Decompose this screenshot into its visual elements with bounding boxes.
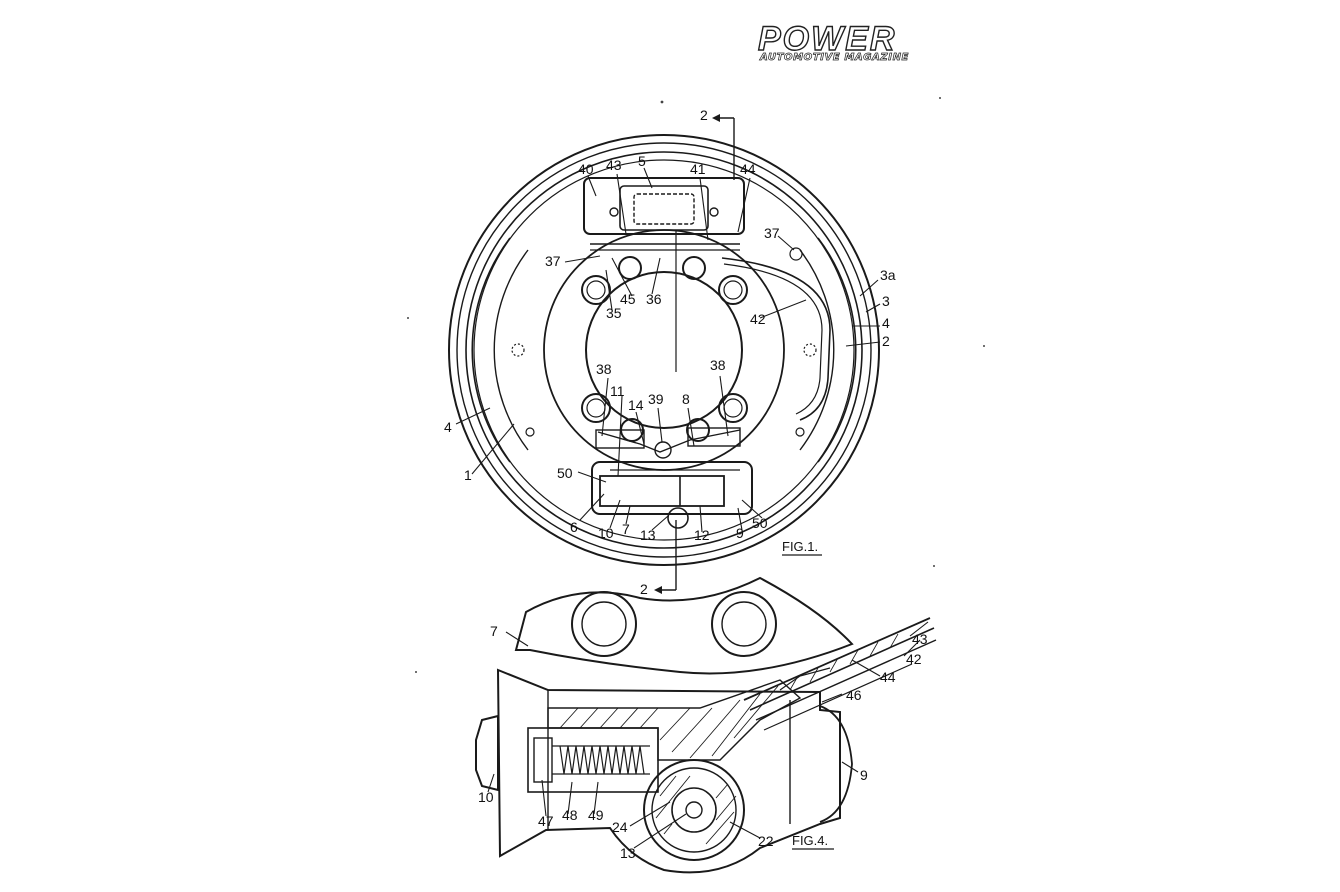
fig1-label-8: 8 (682, 391, 690, 407)
fig1-label-50-right: 50 (752, 515, 768, 531)
fig1-label-40: 40 (578, 161, 594, 177)
fig1-drawing (448, 114, 881, 594)
fig4-label-48: 48 (562, 807, 578, 823)
fig4-label-13: 13 (620, 845, 636, 861)
fig1-labels: 2 40 43 5 41 44 37 37 3a 3 4 2 45 36 35 … (444, 107, 896, 597)
fig4-labels: 7 43 42 44 46 9 10 47 48 49 24 13 22 FIG… (478, 623, 928, 861)
fig1-label-7: 7 (622, 521, 630, 537)
fig1-label-50-left: 50 (557, 465, 573, 481)
fig1-label-13: 13 (640, 527, 656, 543)
fig1-label-44: 44 (740, 161, 756, 177)
fig1-label-43: 43 (606, 157, 622, 173)
fig4-label-9: 9 (860, 767, 868, 783)
fig4-label-49: 49 (588, 807, 604, 823)
fig4-label-44: 44 (880, 669, 896, 685)
fig1-label-12: 12 (694, 527, 710, 543)
fig1-label-38-left: 38 (596, 361, 612, 377)
fig1-label-42: 42 (750, 311, 766, 327)
fig4-label-22: 22 (758, 833, 774, 849)
fig4-label-42: 42 (906, 651, 922, 667)
fig4-label-47: 47 (538, 813, 554, 829)
scan-specks (407, 97, 985, 673)
fig4-label-10: 10 (478, 789, 494, 805)
fig1-label-39: 39 (648, 391, 664, 407)
fig1-label-45: 45 (620, 291, 636, 307)
fig1-label-10: 10 (598, 525, 614, 541)
fig1-label-1: 1 (464, 467, 472, 483)
fig1-label-2: 2 (882, 333, 890, 349)
logo-tagline: AUTOMOTIVE MAGAZINE (760, 52, 909, 64)
fig1-label-38-right: 38 (710, 357, 726, 373)
fig4-label-24: 24 (612, 819, 628, 835)
fig1-label-5: 5 (638, 153, 646, 169)
fig4-label-43: 43 (912, 631, 928, 647)
fig1-label-4-left: 4 (444, 419, 452, 435)
fig1-label-11: 11 (610, 383, 625, 399)
power-magazine-logo: POWER AUTOMOTIVE MAGAZINE (757, 20, 948, 66)
fig1-label-36: 36 (646, 291, 662, 307)
fig1-caption: FIG.1. (782, 539, 818, 554)
fig1-label-9: 9 (736, 525, 744, 541)
fig1-section-top-label: 2 (700, 107, 708, 123)
fig1-label-6: 6 (570, 519, 578, 535)
fig1-label-3: 3 (882, 293, 890, 309)
fig1-section-bottom-label: 2 (640, 581, 648, 597)
fig1-label-35: 35 (606, 305, 622, 321)
fig1-label-37-right: 37 (764, 225, 780, 241)
fig4-label-7: 7 (490, 623, 498, 639)
fig1-label-14: 14 (628, 397, 644, 413)
fig1-label-41: 41 (690, 161, 706, 177)
fig1-label-3a: 3a (880, 267, 896, 283)
fig1-label-4-right: 4 (882, 315, 890, 331)
fig1-label-37-left: 37 (545, 253, 561, 269)
fig4-label-46: 46 (846, 687, 862, 703)
fig4-caption: FIG.4. (792, 833, 828, 848)
logo-wordmark: POWER (757, 20, 897, 58)
fig4-drawing (475, 576, 937, 874)
